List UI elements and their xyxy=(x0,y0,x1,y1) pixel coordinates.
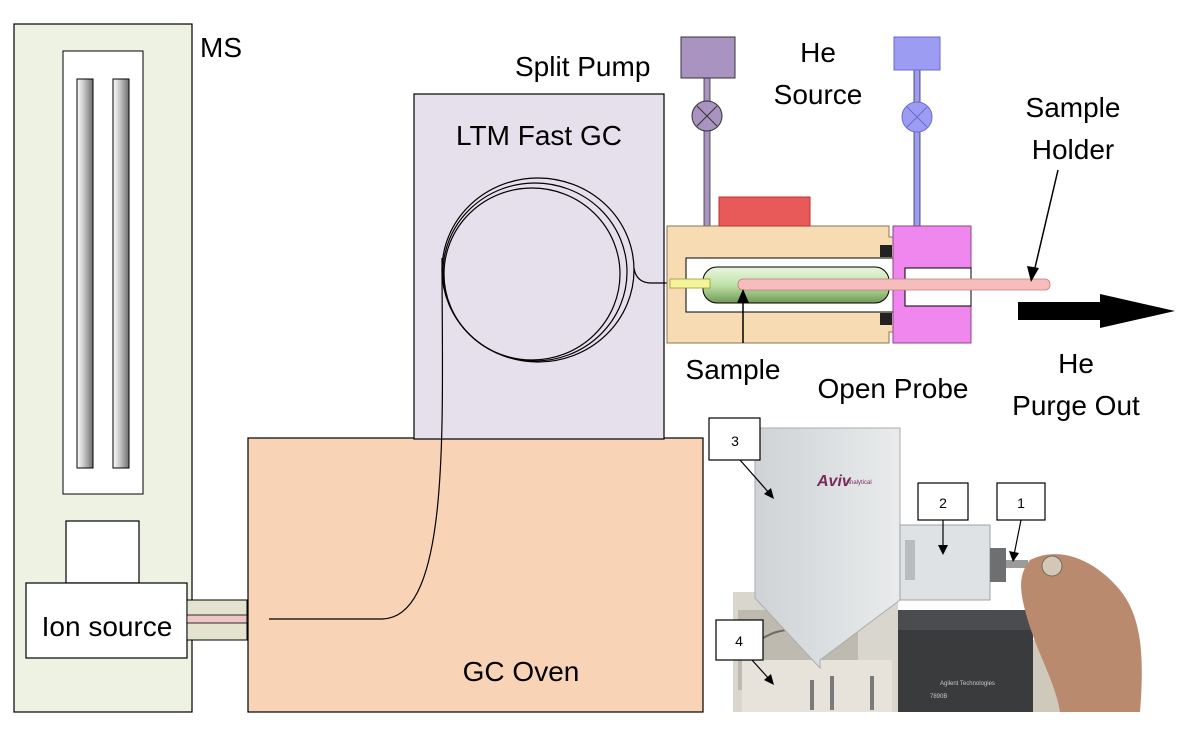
ion-source-box xyxy=(25,582,188,659)
photo-agilent-label: Agilent Technologies xyxy=(940,681,995,687)
he-purge-arrow xyxy=(1018,294,1175,328)
gc-oven xyxy=(247,437,704,713)
probe-seal-bottom xyxy=(880,313,892,325)
gc-column-inlet xyxy=(669,278,711,289)
ms-label: MS xyxy=(200,32,242,63)
sample-holder-pointer-arrow xyxy=(1027,169,1059,282)
ion-source-top-block xyxy=(65,520,140,584)
he-purge-label-line1: He xyxy=(1058,348,1094,379)
gc-column-to-ms xyxy=(269,257,444,620)
gc-oven-label: GC Oven xyxy=(463,656,580,687)
callout-label-3: 3 xyxy=(731,433,739,449)
he-source-label-line1: He xyxy=(800,37,836,68)
split-pump-box xyxy=(680,36,736,79)
probe-seal-top xyxy=(880,245,892,257)
ms-analyzer xyxy=(62,50,144,495)
sample-holder-label-line2: Holder xyxy=(1032,134,1114,165)
ltm-fast-gc-module xyxy=(413,93,665,440)
sample-pointer-arrow xyxy=(737,289,749,343)
he-source-cylinder xyxy=(893,36,941,71)
photo-hand xyxy=(1021,554,1142,712)
open-probe xyxy=(666,69,1175,344)
callout-box-4 xyxy=(715,619,764,661)
ms-unit: Ion source xyxy=(13,23,193,713)
callout-label-4: 4 xyxy=(735,633,743,649)
callout-label-1: 1 xyxy=(1017,495,1025,511)
sample-label: Sample xyxy=(686,354,781,385)
open-probe-label: Open Probe xyxy=(818,373,969,404)
he-source-valve-icon xyxy=(901,101,933,133)
probe-red-block xyxy=(718,196,811,227)
ltm-fast-gc-label: LTM Fast GC xyxy=(456,120,622,151)
quadrupole-rod-left xyxy=(76,78,94,469)
instrument-photo: Agilent Technologies 7890B Aviv Analytic… xyxy=(708,417,1145,712)
split-pump-valve-icon xyxy=(691,100,723,132)
sample-holder-label-line1: Sample xyxy=(1026,92,1121,123)
split-pump-label: Split Pump xyxy=(515,51,650,82)
photo-aviv-sub: Analytical xyxy=(846,480,872,486)
callout-box-3 xyxy=(708,417,761,461)
he-purge-label-line2: Purge Out xyxy=(1012,390,1140,421)
sample-holder-rod xyxy=(737,278,1051,291)
gc-column-to-probe xyxy=(633,267,668,284)
ion-source-label: Ion source xyxy=(42,611,173,642)
he-source-label-line2: Source xyxy=(774,79,863,110)
photo-aviv-brand: Aviv xyxy=(816,473,852,490)
photo-aviv-cabinet xyxy=(754,427,901,670)
callout-label-2: 2 xyxy=(939,495,947,511)
quadrupole-rod-right xyxy=(112,78,130,469)
callout-box-1 xyxy=(996,482,1046,521)
photo-gc-model-label: 7890B xyxy=(930,694,947,700)
